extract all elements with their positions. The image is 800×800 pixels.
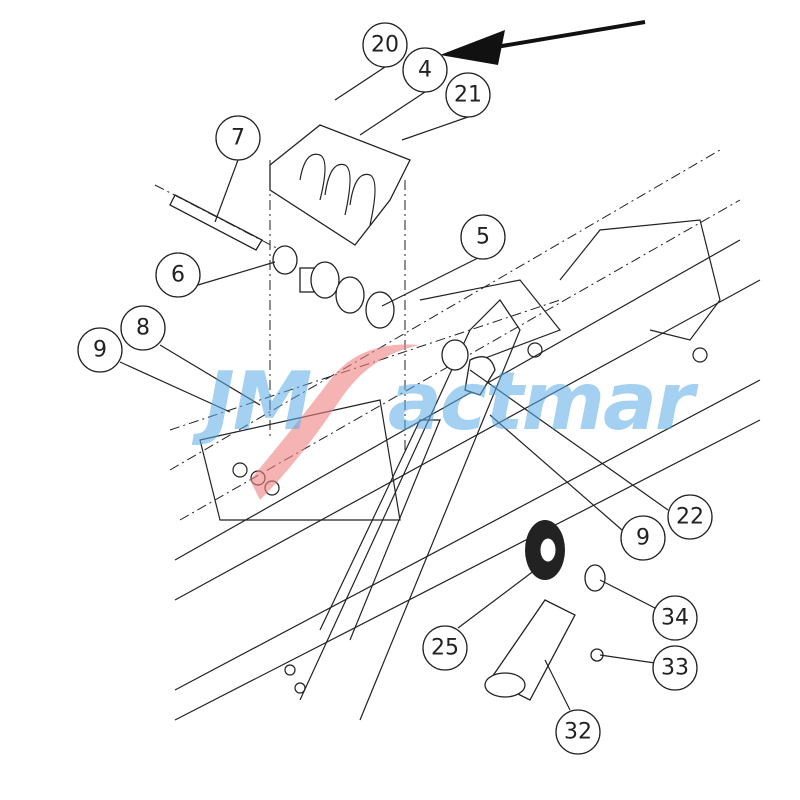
- callout-8: 8: [120, 305, 166, 351]
- watermark-swoosh: [250, 344, 420, 500]
- callout-34: 34: [652, 595, 698, 641]
- callout-9-left: 9: [77, 327, 123, 373]
- callout-7: 7: [215, 115, 261, 161]
- svg-text:22: 22: [676, 505, 704, 530]
- callout-32: 32: [555, 709, 601, 755]
- leader-lines: [119, 66, 669, 711]
- svg-text:9: 9: [636, 526, 650, 551]
- callout-25: 25: [422, 625, 468, 671]
- svg-text:8: 8: [136, 316, 150, 341]
- svg-text:33: 33: [661, 656, 689, 681]
- callout-33: 33: [652, 645, 698, 691]
- callout-21: 21: [445, 72, 491, 118]
- callout-5: 5: [460, 214, 506, 260]
- svg-text:32: 32: [564, 720, 592, 745]
- svg-text:5: 5: [476, 225, 490, 250]
- watermark-logo: JM actmar: [205, 355, 694, 448]
- callout-6: 6: [155, 252, 201, 298]
- motor: [484, 599, 604, 701]
- shaft: [154, 184, 291, 256]
- svg-text:21: 21: [454, 83, 482, 108]
- svg-text:34: 34: [661, 606, 689, 631]
- gear: [525, 520, 606, 592]
- roller-assembly: [272, 245, 496, 396]
- svg-text:7: 7: [231, 126, 245, 151]
- callout-22: 22: [667, 494, 713, 540]
- svg-text:25: 25: [431, 636, 459, 661]
- callout-4: 4: [402, 47, 448, 93]
- pointer-arrow: [440, 20, 646, 65]
- callout-9-right: 9: [620, 515, 666, 561]
- svg-text:9: 9: [93, 338, 107, 363]
- cover-plate: [269, 124, 411, 450]
- callout-20: 20: [362, 22, 408, 68]
- svg-text:4: 4: [418, 58, 432, 83]
- svg-text:20: 20: [371, 33, 399, 58]
- svg-text:6: 6: [171, 263, 185, 288]
